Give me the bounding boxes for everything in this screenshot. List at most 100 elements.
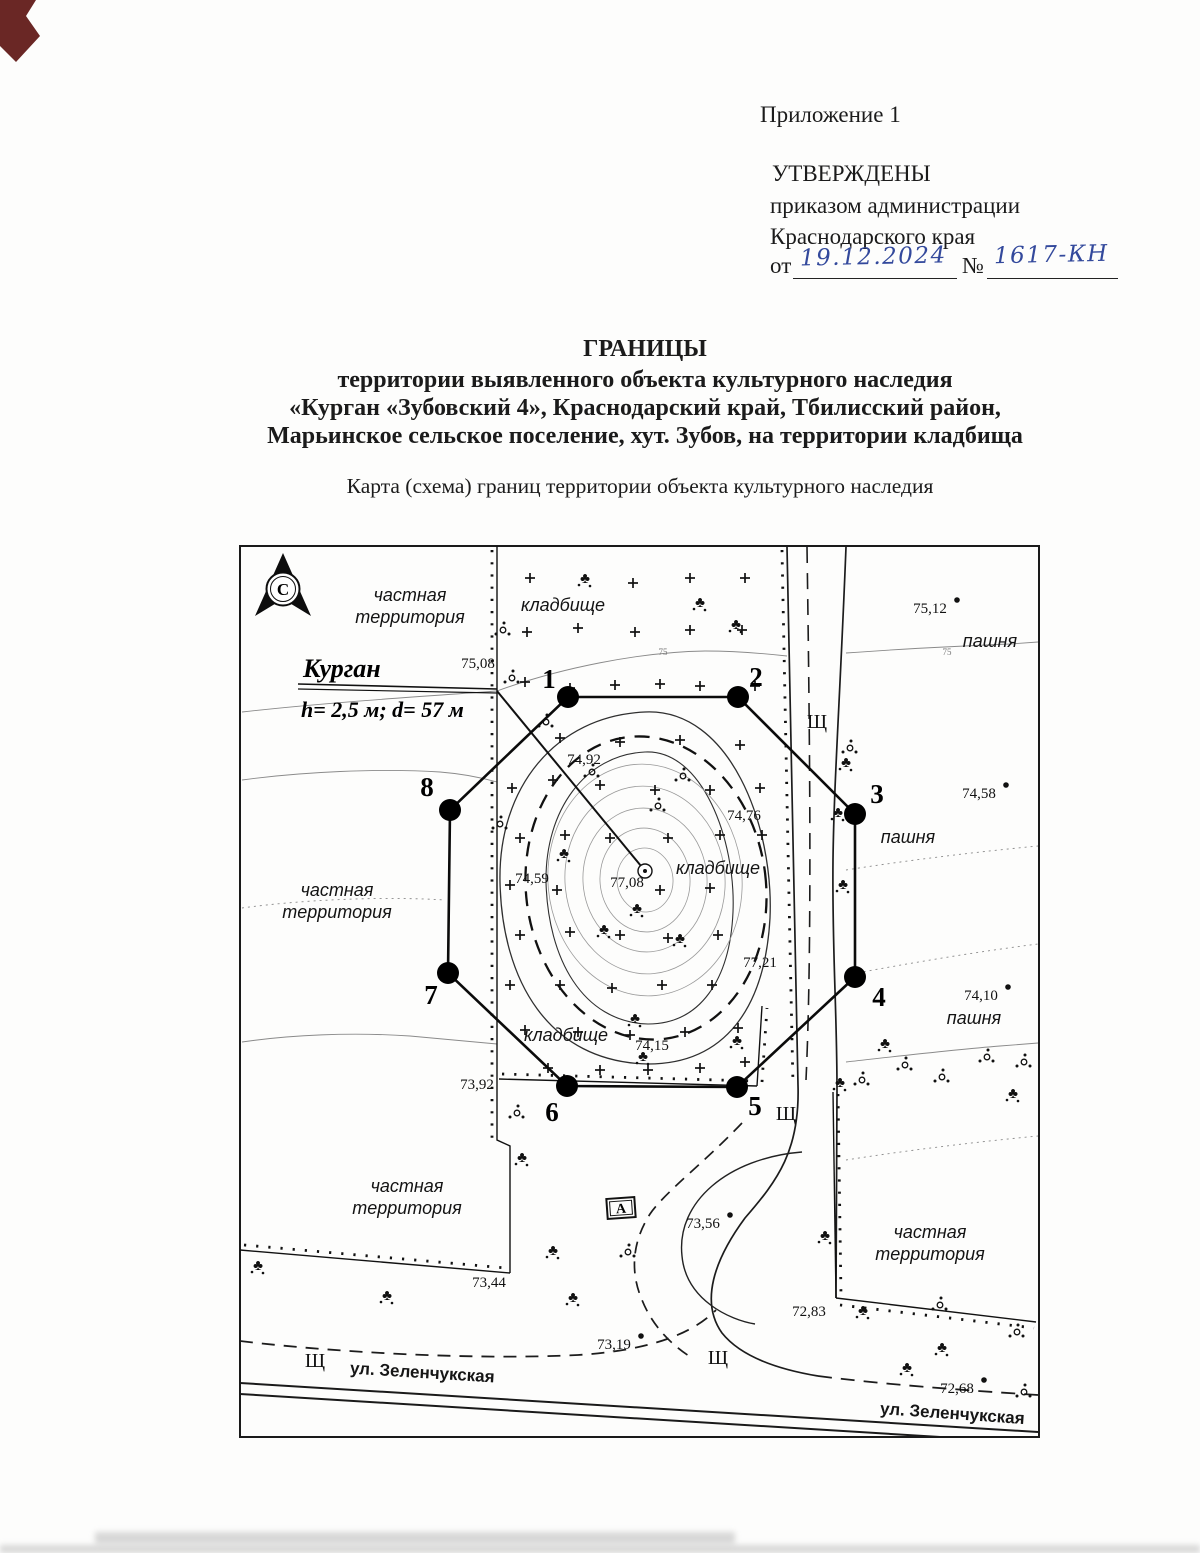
svg-text:75,12: 75,12 [913, 601, 947, 617]
svg-text:частная: частная [894, 1222, 967, 1242]
svg-text:♣: ♣ [858, 1303, 868, 1319]
kurgan-dimensions-label: h= 2,5 м; d= 57 м [301, 697, 464, 722]
svg-text:Щ: Щ [776, 1103, 796, 1125]
svg-text:7: 7 [424, 980, 438, 1010]
scan-smudge-bottom [0, 1545, 1200, 1553]
svg-text:кладбище: кладбище [676, 858, 760, 878]
svg-text:77,21: 77,21 [743, 955, 777, 971]
approved-line-3: Краснодарского края [770, 224, 976, 249]
svg-text:♣: ♣ [632, 901, 642, 917]
svg-text:Щ: Щ [708, 1347, 728, 1369]
svg-text:территория: территория [875, 1244, 985, 1264]
svg-text:частная: частная [374, 585, 447, 605]
svg-text:♣: ♣ [820, 1228, 830, 1244]
svg-text:♣: ♣ [841, 755, 851, 771]
svg-text:77,08: 77,08 [610, 875, 644, 891]
svg-text:территория: территория [355, 607, 465, 627]
svg-text:♣: ♣ [695, 595, 705, 611]
north-symbol-letter: С [277, 580, 289, 599]
svg-text:73,56: 73,56 [686, 1216, 720, 1232]
doc-title-line-2: территории выявленного объекта культурно… [337, 367, 953, 393]
fences [240, 546, 1037, 1330]
svg-text:♣: ♣ [731, 617, 741, 633]
svg-text:74,15: 74,15 [635, 1038, 669, 1054]
bush-symbols [491, 621, 1032, 1398]
svg-text:8: 8 [420, 772, 434, 802]
svg-text:♣: ♣ [517, 1150, 527, 1166]
svg-text:3: 3 [870, 779, 884, 809]
north-arrow-icon: С [255, 553, 311, 616]
svg-text:♣: ♣ [580, 571, 590, 587]
scan-corner-artifact [0, 0, 40, 62]
approved-line-1: УТВЕРЖДЕНЫ [772, 161, 931, 186]
boundary-point-markers: 1 2 3 4 5 6 7 8 [420, 662, 886, 1127]
svg-text:75: 75 [943, 647, 953, 657]
svg-text:♣: ♣ [548, 1243, 558, 1259]
contour-lines [241, 641, 1039, 1161]
svg-text:♣: ♣ [568, 1290, 578, 1306]
svg-text:частная: частная [301, 880, 374, 900]
svg-text:♣: ♣ [599, 922, 609, 938]
svg-text:72,68: 72,68 [940, 1381, 974, 1397]
svg-text:пашня: пашня [947, 1008, 1002, 1028]
svg-text:пашня: пашня [963, 631, 1018, 651]
doc-title-line-1: ГРАНИЦЫ [583, 336, 707, 362]
appendix-label: Приложение 1 [760, 102, 901, 127]
svg-text:73,44: 73,44 [472, 1275, 506, 1291]
svg-text:5: 5 [748, 1091, 762, 1121]
streets [240, 1382, 1039, 1437]
svg-text:74,76: 74,76 [727, 808, 761, 824]
svg-text:♣: ♣ [838, 877, 848, 893]
svg-text:74,58: 74,58 [962, 786, 996, 802]
svg-text:ул. Зеленчукская: ул. Зеленчукская [349, 1359, 495, 1387]
approved-line-2: приказом администрации [770, 193, 1021, 218]
svg-text:♣: ♣ [902, 1360, 912, 1376]
survey-marker-letter: А [616, 1202, 628, 1218]
svg-text:пашня: пашня [881, 827, 936, 847]
survey-marker-a: А [605, 1195, 637, 1221]
svg-text:♣: ♣ [732, 1033, 742, 1049]
svg-text:73,19: 73,19 [597, 1337, 631, 1353]
svg-text:территория: территория [352, 1198, 462, 1218]
svg-text:♣: ♣ [675, 931, 685, 947]
map-subtitle: Карта (схема) границ территории объекта … [346, 474, 934, 498]
number-underline [987, 277, 1118, 279]
svg-text:♣: ♣ [833, 805, 843, 821]
area-labels: частнаятерриториякладбищепашнячастнаятер… [282, 585, 1017, 1264]
svg-text:4: 4 [872, 982, 886, 1012]
road-surface-labels: Щ Щ Щ Щ [305, 711, 827, 1372]
svg-text:72,83: 72,83 [792, 1304, 826, 1320]
svg-text:74,59: 74,59 [515, 871, 549, 887]
contour-elevation-labels: 75 75 [659, 647, 953, 657]
svg-text:6: 6 [545, 1097, 559, 1127]
doc-title-line-4: Марьинское сельское поселение, хут. Зубо… [267, 423, 1023, 449]
number-sign: № [962, 253, 984, 278]
tree-symbols: ♣♣♣♣♣♣♣♣♣♣♣♣♣♣♣♣♣♣♣♣♣♣♣♣♣ [250, 571, 1020, 1377]
scan-smudge [95, 1532, 735, 1544]
kurgan-boundary-dashed [524, 735, 768, 1041]
svg-text:2: 2 [749, 662, 763, 692]
svg-text:♣: ♣ [638, 1049, 648, 1065]
svg-text:75: 75 [659, 647, 669, 657]
svg-text:♣: ♣ [835, 1075, 845, 1091]
doc-title-line-3: «Курган «Зубовский 4», Краснодарский кра… [289, 395, 1001, 421]
svg-text:73,92: 73,92 [460, 1077, 494, 1093]
svg-text:♣: ♣ [880, 1036, 890, 1052]
svg-text:1: 1 [542, 664, 556, 694]
svg-text:♣: ♣ [253, 1258, 263, 1274]
svg-text:74,10: 74,10 [964, 988, 998, 1004]
svg-text:территория: территория [282, 902, 392, 922]
map-frame [239, 545, 1040, 1438]
svg-text:♣: ♣ [937, 1340, 947, 1356]
date-underline [793, 277, 957, 279]
svg-text:кладбище: кладбище [521, 595, 605, 615]
svg-text:частная: частная [371, 1176, 444, 1196]
svg-text:Щ: Щ [305, 1350, 325, 1372]
svg-text:♣: ♣ [1008, 1086, 1018, 1102]
date-prefix: от [770, 253, 792, 278]
svg-text:Щ: Щ [807, 711, 827, 733]
